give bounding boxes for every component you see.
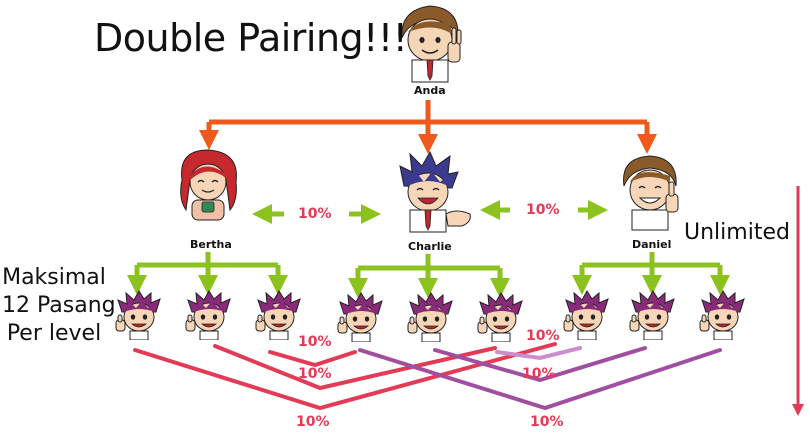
pair-percent-level2: 10%	[526, 328, 560, 344]
pair-line-purple-large	[358, 348, 722, 411]
child-avatars	[115, 290, 745, 342]
child-avatar	[407, 292, 453, 342]
max-pairs-line: Maksimal	[2, 265, 106, 290]
pair-percent-level2: 10%	[298, 366, 332, 382]
child-avatar	[115, 290, 161, 340]
diagram-title: Double Pairing!!!	[94, 16, 408, 60]
pair-line-purple-medium	[433, 346, 647, 383]
child-avatar	[699, 290, 745, 340]
unlimited-label: Unlimited	[684, 220, 790, 245]
avatar-bertha	[180, 149, 237, 221]
child-avatar	[185, 290, 231, 340]
pair-line-lavender-small	[495, 346, 582, 361]
pair-percent-left: 10%	[298, 206, 332, 222]
orange-connector	[199, 100, 657, 154]
avatar-anda	[401, 5, 462, 83]
max-pairs-note: Maksimal 12 Pasang Per level	[2, 264, 116, 348]
pair-line-red-medium	[213, 344, 497, 391]
person-label-charlie: Charlie	[408, 240, 452, 253]
max-pairs-line: Per level	[6, 321, 102, 346]
pair-percent-level2: 10%	[298, 334, 332, 350]
child-avatar	[337, 292, 383, 342]
pairing-lines	[133, 342, 722, 411]
person-label-daniel: Daniel	[632, 238, 672, 251]
avatar-daniel	[623, 155, 679, 231]
person-label-anda: Anda	[414, 84, 446, 97]
avatar-charlie	[399, 150, 471, 233]
person-label-bertha: Bertha	[190, 238, 232, 251]
pair-line-red-small	[268, 350, 357, 368]
child-avatar	[629, 290, 675, 340]
green-branch-connectors	[127, 252, 730, 298]
max-pairs-line: 12 Pasang	[2, 293, 116, 318]
child-avatar	[255, 290, 301, 340]
green-pair-arrows	[252, 200, 608, 224]
pair-percent-right: 10%	[526, 202, 560, 218]
child-avatar	[477, 292, 523, 342]
pair-percent-level2: 10%	[296, 414, 330, 430]
pair-percent-level2: 10%	[522, 366, 556, 382]
pair-line-red-large	[133, 342, 557, 411]
child-avatar	[563, 290, 609, 340]
pair-percent-level2: 10%	[530, 414, 564, 430]
